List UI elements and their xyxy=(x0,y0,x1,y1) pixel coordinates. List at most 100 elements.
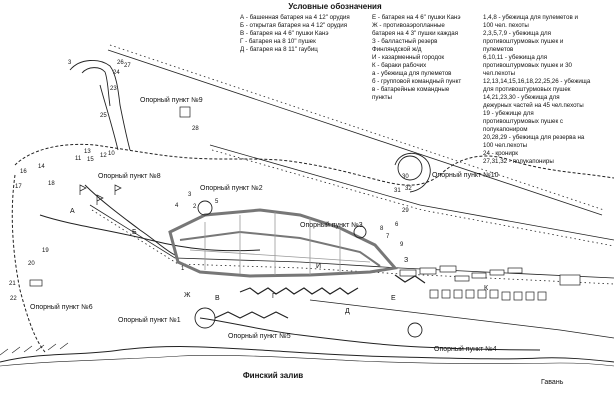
strongpoint-label: Опорный пункт №5 xyxy=(228,332,291,340)
legend-item: 19 - убежище для xyxy=(483,110,534,117)
letter-marker: В xyxy=(215,295,220,302)
shelter-number: 31 xyxy=(394,188,401,194)
legend-item: а - убежища для пулеметов xyxy=(372,70,452,77)
shelter-number: 3 xyxy=(188,192,192,198)
shelter-number: 3 xyxy=(68,60,72,66)
legend-item: Б - открытая батарея на 4 12" орудия xyxy=(240,22,347,29)
legend-item: К - бараки рабочих xyxy=(372,62,427,69)
legend-item: 6,10,11 - убежища для xyxy=(483,54,547,61)
inner-fortress xyxy=(168,208,398,278)
strongpoint-labels: Опорный пункт №9 Опорный пункт №8 Опорны… xyxy=(30,96,499,353)
legend-item: для противоштурмовых пушек xyxy=(483,86,571,93)
legend-item: Ж - противоаэропланные xyxy=(372,22,445,29)
legend-title: Условные обозначения xyxy=(288,2,382,11)
shelter-number: 29 xyxy=(402,208,409,214)
legend-item: А - башенная батарея на 4 12" орудия xyxy=(240,14,350,21)
legend-item: пулеметов xyxy=(483,46,514,53)
shelter-number: 19 xyxy=(42,248,49,254)
letter-marker: Б xyxy=(132,229,137,236)
place-labels: Финский залив Гавань xyxy=(243,371,564,386)
legend-item: пункты xyxy=(372,94,392,101)
legend-item: Д - батарея на 8 11" гаубиц xyxy=(240,46,318,53)
letter-marker: Д xyxy=(345,308,350,315)
legend-item: 27,31,32 - полукапониры xyxy=(483,158,554,165)
legend-item: в - батарейные командные xyxy=(372,86,450,93)
legend-item: 100 чел.пехоты xyxy=(483,142,528,149)
letter-marker: И xyxy=(316,263,321,270)
letter-marker: К xyxy=(484,285,489,292)
legend-item: Финляндской ж/д xyxy=(372,46,422,53)
northern-headland xyxy=(69,60,131,151)
strongpoint-label: Опорный пункт №3 xyxy=(300,221,363,229)
shelter-number: 12 xyxy=(100,153,107,159)
battery-lines xyxy=(214,274,426,319)
letter-marker: Ж xyxy=(184,292,191,299)
legend-item: Г - батарея на 8 10" пушек xyxy=(240,38,316,45)
legend-item: 24 - кронирк xyxy=(483,150,518,157)
gulf-label: Финский залив xyxy=(243,371,303,380)
legend-item: И - казарменный городок xyxy=(372,54,444,61)
shelter-number: 13 xyxy=(84,149,91,155)
shelter-number: 14 xyxy=(38,164,45,170)
strongpoint-label: Опорный пункт №1 xyxy=(118,316,181,324)
legend-item: 12,13,14,15,16,18,22,25,26 - убежища xyxy=(483,78,591,85)
shelter-number: 20 xyxy=(28,261,35,267)
strongpoint-label: Опорный пункт №6 xyxy=(30,303,93,311)
shelter-number: 11 xyxy=(75,156,82,162)
harbor-label: Гавань xyxy=(541,379,564,386)
shelter-number: 5 xyxy=(215,199,219,205)
shelter-number: 21 xyxy=(9,281,16,287)
earthworks xyxy=(194,152,431,338)
shelter-number: 23 xyxy=(110,86,117,92)
legend-item: противоштурмовых пушек и xyxy=(483,38,564,45)
legend-item: б - групповой командный пункт xyxy=(372,78,461,85)
shelter-number: 26 xyxy=(117,60,124,66)
legend-item: батарея на 4 3" пушки каждая xyxy=(372,30,458,37)
letter-marker: З xyxy=(404,257,408,264)
shelter-number: 15 xyxy=(87,157,94,163)
shelter-number: 22 xyxy=(10,296,17,302)
shelter-number: 1 xyxy=(181,266,185,272)
shelter-numbers: 1 2 3 4 5 6 7 8 9 10 11 12 13 14 15 16 1… xyxy=(9,60,412,302)
shelter-number: 30 xyxy=(402,174,409,180)
barracks xyxy=(29,106,581,301)
shelter-number: 16 xyxy=(20,169,27,175)
strongpoint-label: Опорный пункт №4 xyxy=(434,345,497,353)
letter-marker: А xyxy=(70,208,75,215)
strongpoint-label: Опорный пункт №10 xyxy=(432,171,499,179)
shelter-number: 17 xyxy=(15,184,22,190)
legend-item: 1,4,8 - убежища для пулеметов и xyxy=(483,14,578,21)
shelter-number: 27 xyxy=(124,63,131,69)
shelter-number: 25 xyxy=(100,113,107,119)
legend-item: полукапониром xyxy=(483,126,527,133)
strongpoint-label: Опорный пункт №8 xyxy=(98,172,161,180)
shelter-number: 2 xyxy=(193,204,197,210)
legend-item: 2,3,5,7,9 - убежища для xyxy=(483,30,551,37)
letter-marker: Г xyxy=(272,293,276,300)
legend-item: З - балластный резерв xyxy=(372,38,438,45)
defense-line xyxy=(11,143,614,353)
shelter-number: 24 xyxy=(113,70,120,76)
legend-item: 100 чел. пехоты xyxy=(483,22,529,29)
legend-item: дежурных частей на 45 чел.пехоты xyxy=(483,102,584,109)
coastline xyxy=(0,342,614,367)
shelter-number: 18 xyxy=(48,181,55,187)
legend-item: 20,28,29 - убежища для резерва на xyxy=(483,134,585,141)
flag-markers xyxy=(79,184,122,205)
letter-marker: Е xyxy=(391,295,396,302)
shelter-number: 8 xyxy=(380,226,384,232)
shelter-number: 32 xyxy=(405,186,412,192)
legend-item: противоштурмовых пушек с xyxy=(483,118,563,125)
legend-item: В - батарея на 4 6" пушки Канэ xyxy=(240,30,329,37)
shelter-number: 7 xyxy=(386,234,390,240)
legend-item: чел.пехоты xyxy=(483,70,516,77)
shelter-number: 6 xyxy=(395,222,399,228)
legend-item: Е - батарея на 4 6" пушки Канэ xyxy=(372,14,461,21)
shelter-number: 9 xyxy=(400,242,404,248)
shelter-number: 4 xyxy=(175,203,179,209)
legend-item: 14,21,23,30 - убежища для xyxy=(483,94,560,101)
shelter-number: 10 xyxy=(108,151,115,157)
strongpoint-label: Опорный пункт №2 xyxy=(200,184,263,192)
